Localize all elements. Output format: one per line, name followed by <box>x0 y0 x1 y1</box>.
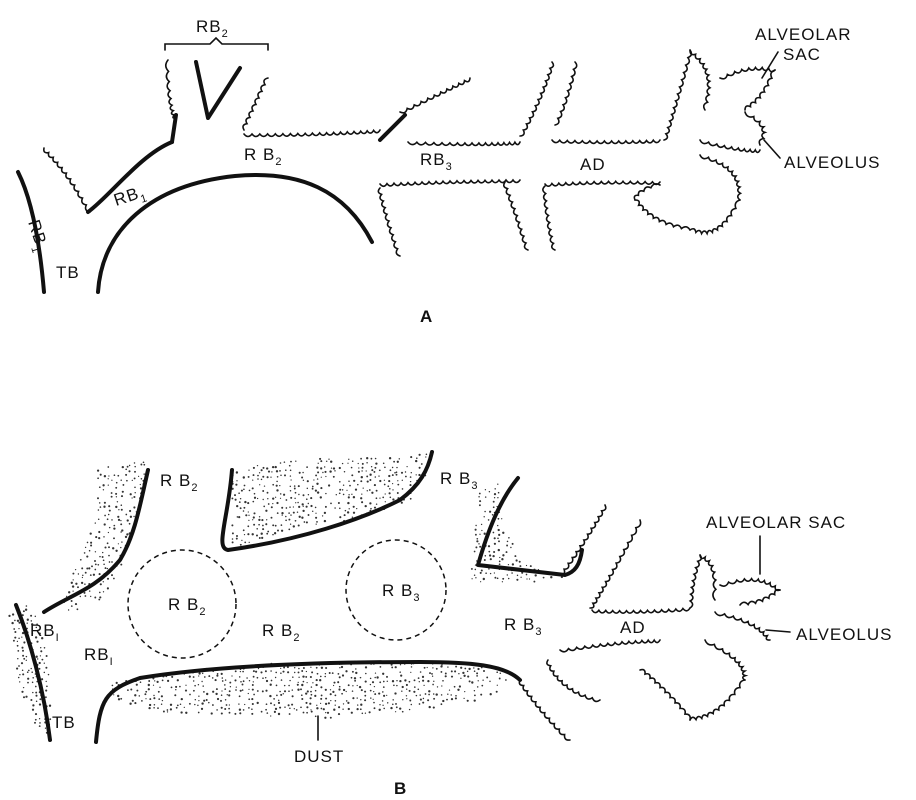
b-ad-down-2 <box>547 660 600 701</box>
panel-b: R B2 R B3 R B2 R B3 RBI RBI R B2 R B3 AD… <box>8 452 892 798</box>
b-sac-up-2 <box>700 555 716 600</box>
sac-mid-lobe <box>745 112 765 145</box>
b-ad-down <box>519 680 570 740</box>
sac-lower-lobe-2 <box>690 200 740 234</box>
b-rb1-wall <box>44 470 148 612</box>
b-rb3-wall <box>478 478 582 575</box>
rb2-scallop-left <box>166 60 176 118</box>
b-label-alveolar-sac: ALVEOLAR SAC <box>706 513 846 532</box>
label-ad: AD <box>580 155 606 174</box>
panel-b-letter: B <box>394 779 406 798</box>
b-sac-mid <box>715 612 770 640</box>
panel-a-letter: A <box>420 307 432 326</box>
b-label-alveolus: ALVEOLUS <box>796 625 893 644</box>
b-label-rb1-left: RBI <box>30 621 60 644</box>
b-rb3-scallop-2 <box>590 520 641 608</box>
label-alveolar-sac-1: ALVEOLAR <box>755 25 852 44</box>
panel-a: RB2 RB1 RB1 TB R B2 RB3 AD ALVEOLAR SAC … <box>18 17 881 326</box>
sac-lower-lobe <box>700 155 741 200</box>
b-tb-wall-right <box>96 662 520 742</box>
rb3-branch-scallop <box>520 62 553 136</box>
sac-mid-lobe-2 <box>700 140 760 152</box>
b-label-rb1-mid: RBI <box>84 645 114 668</box>
sac-bottom-lobe-2 <box>634 184 660 200</box>
b-label-dust: DUST <box>294 747 344 766</box>
rb3-floor-scallop <box>408 142 520 146</box>
label-tb: TB <box>56 263 80 282</box>
b-label-ad: AD <box>620 618 646 637</box>
rb2-bracket <box>165 38 268 50</box>
b-label-rb2-circle: R B2 <box>168 595 206 618</box>
rb2-floor-scallop <box>244 130 380 137</box>
dust-floor <box>112 661 507 719</box>
rb1-scallop-left <box>44 148 90 212</box>
b-sac-up <box>690 555 701 608</box>
b-rb3-scallop-1 <box>560 505 606 575</box>
b-label-rb2-mid: R B2 <box>262 621 300 644</box>
b-sac-lower <box>705 640 746 680</box>
sac-upper-lobe <box>690 50 710 110</box>
ad-lower-scallop <box>545 181 660 186</box>
b-sac-lower-2 <box>690 680 745 720</box>
label-alveolus: ALVEOLUS <box>784 153 881 172</box>
alveolar-sac-leader <box>762 52 778 78</box>
b-label-rb3-top: R B3 <box>440 469 478 492</box>
label-rb2-mid: R B2 <box>244 145 282 168</box>
sac-bottom-lobe <box>635 200 690 230</box>
b-label-rb2-top: R B2 <box>160 471 198 494</box>
b-ad-upper <box>592 608 690 613</box>
sac-right-lobe-2 <box>745 70 775 110</box>
rb3-lower-scallop <box>380 180 520 186</box>
b-label-rb3-circle: R B3 <box>382 581 420 604</box>
rb3-down-branch <box>378 188 400 256</box>
rb3-spur <box>380 115 405 140</box>
rb3-upper-scallop <box>400 78 470 113</box>
label-rb3: RB3 <box>420 150 453 173</box>
rb3-down-branch-2 <box>504 182 528 250</box>
b-alveolus-leader <box>766 630 790 632</box>
b-sac-right-2 <box>740 590 780 605</box>
label-alveolar-sac-2: SAC <box>783 45 821 64</box>
label-rb2-top: RB2 <box>196 17 229 40</box>
rb2-vee <box>196 62 240 118</box>
alveolus-leader <box>764 140 780 158</box>
ad-upper-scallop <box>552 140 660 144</box>
rb2-scallop-right <box>243 78 268 130</box>
tb-wall-right <box>98 175 372 292</box>
label-rb1-left: RB1 <box>20 217 52 255</box>
rb2-upper-wall <box>172 115 176 142</box>
b-label-tb: TB <box>52 713 76 732</box>
sac-up-branch <box>664 50 691 140</box>
b-label-rb3-mid: R B3 <box>504 615 542 638</box>
b-sac-right <box>720 579 780 591</box>
b-sac-bottom <box>640 670 690 720</box>
b-ad-lower <box>560 640 660 652</box>
ad-up-branch <box>555 62 577 125</box>
ad-down-branch <box>543 186 555 250</box>
